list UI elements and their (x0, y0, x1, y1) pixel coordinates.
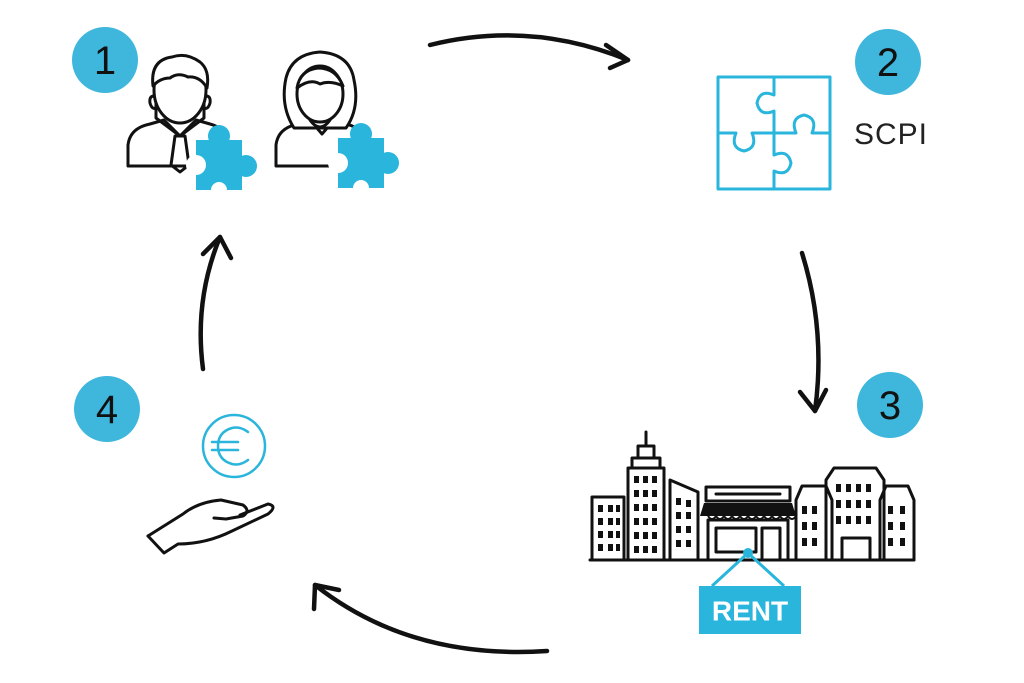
step-2-number: 2 (877, 41, 899, 85)
step-2: 2 SCPI (716, 29, 928, 191)
step-4: 4 (74, 376, 275, 555)
step-1-badge: 1 (72, 27, 138, 93)
shop-icon (700, 485, 797, 562)
step-3: 3 (588, 372, 923, 634)
step-4-badge: 4 (74, 376, 140, 442)
flow-arrow-1-to-2 (427, 33, 631, 71)
step-1-number: 1 (94, 39, 116, 83)
flow-arrow-3-to-4 (311, 582, 550, 655)
step-3-number: 3 (879, 384, 901, 428)
hand-euro-icon (146, 413, 275, 555)
rent-label: RENT (712, 596, 788, 627)
euro-coin-icon (201, 413, 267, 479)
step-3-badge: 3 (857, 372, 923, 438)
step-2-badge: 2 (855, 29, 921, 95)
puzzle-icon (716, 75, 832, 191)
flow-arrow-4-to-1 (198, 234, 234, 372)
scpi-label: SCPI (854, 118, 928, 151)
man-investor-icon (126, 53, 230, 174)
open-hand-icon (146, 498, 275, 555)
glass-tower-icon (668, 478, 700, 562)
city-buildings-icon (588, 430, 916, 562)
puzzle-piece-2-icon (328, 123, 399, 196)
flow-arrow-2-to-3 (797, 250, 829, 414)
building-left-icon (590, 495, 626, 562)
apartment-buildings-icon (794, 466, 916, 562)
step-1: 1 (72, 27, 399, 198)
step-4-number: 4 (96, 388, 118, 432)
investors-puzzle-icon (126, 50, 399, 198)
rent-sign: RENT (699, 548, 801, 634)
skyscraper-icon (626, 430, 666, 562)
puzzle-piece-1-icon (186, 125, 257, 198)
